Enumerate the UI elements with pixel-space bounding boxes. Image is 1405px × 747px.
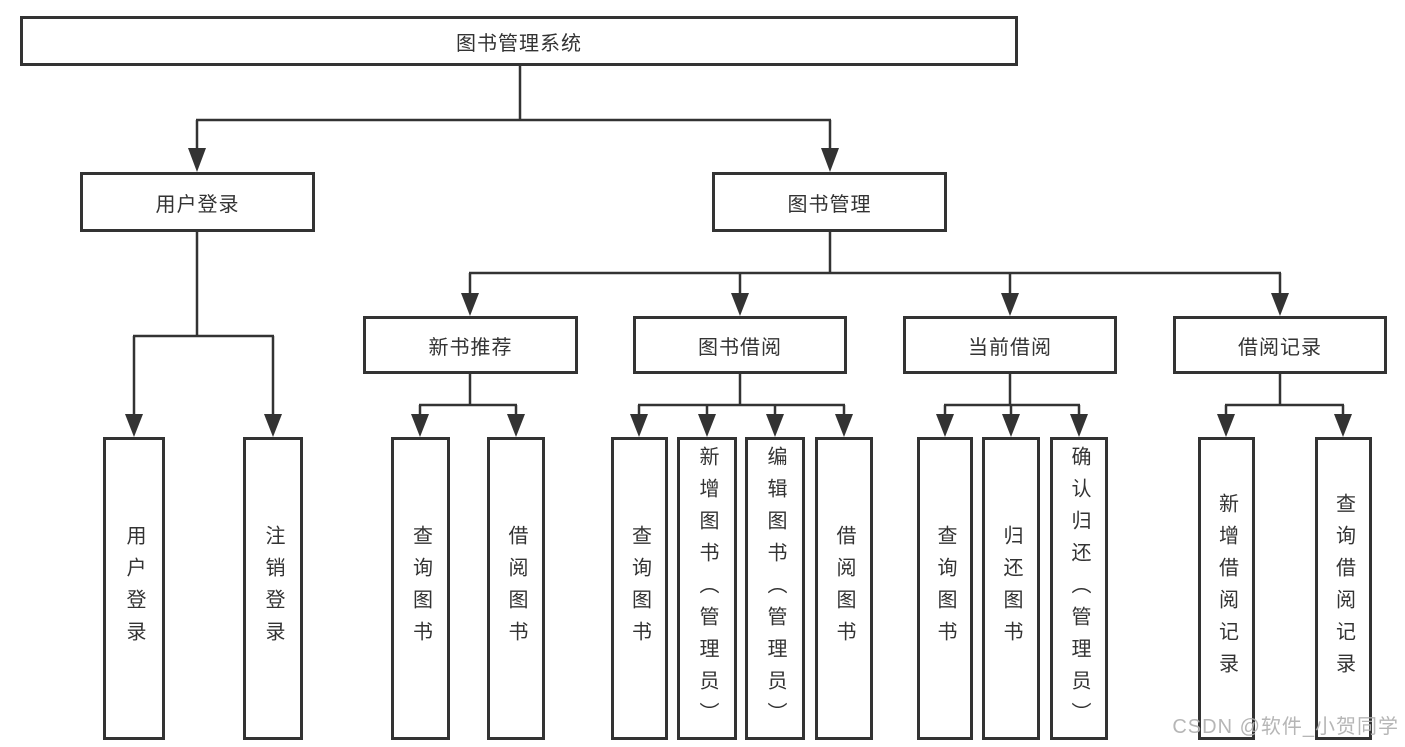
leaf-confirm-return-admin: 确认归还（管理员） xyxy=(1050,437,1108,740)
leaf-borrow-books-recommend: 借阅图书 xyxy=(487,437,545,740)
arrowheads xyxy=(125,148,1352,437)
leaf-query-books-recommend: 查询图书 xyxy=(391,437,450,740)
leaf-edit-book-admin: 编辑图书（管理员） xyxy=(745,437,805,740)
node-book-borrowing: 图书借阅 xyxy=(633,316,847,374)
leaf-query-books-current: 查询图书 xyxy=(917,437,973,740)
node-root: 图书管理系统 xyxy=(20,16,1018,66)
node-new-book-recommendation: 新书推荐 xyxy=(363,316,578,374)
node-current-borrowing: 当前借阅 xyxy=(903,316,1117,374)
leaf-query-borrow-record: 查询借阅记录 xyxy=(1315,437,1372,740)
leaf-borrow-books-borrowing: 借阅图书 xyxy=(815,437,873,740)
leaf-add-book-admin: 新增图书（管理员） xyxy=(677,437,737,740)
node-borrowing-records: 借阅记录 xyxy=(1173,316,1387,374)
leaf-add-borrow-record: 新增借阅记录 xyxy=(1198,437,1255,740)
csdn-watermark: CSDN @软件_小贺同学 xyxy=(1172,716,1399,738)
node-user-login: 用户登录 xyxy=(80,172,315,232)
leaf-logout: 注销登录 xyxy=(243,437,303,740)
leaf-user-login: 用户登录 xyxy=(103,437,165,740)
node-book-management: 图书管理 xyxy=(712,172,947,232)
leaf-query-books-borrowing: 查询图书 xyxy=(611,437,668,740)
leaf-return-book: 归还图书 xyxy=(982,437,1040,740)
